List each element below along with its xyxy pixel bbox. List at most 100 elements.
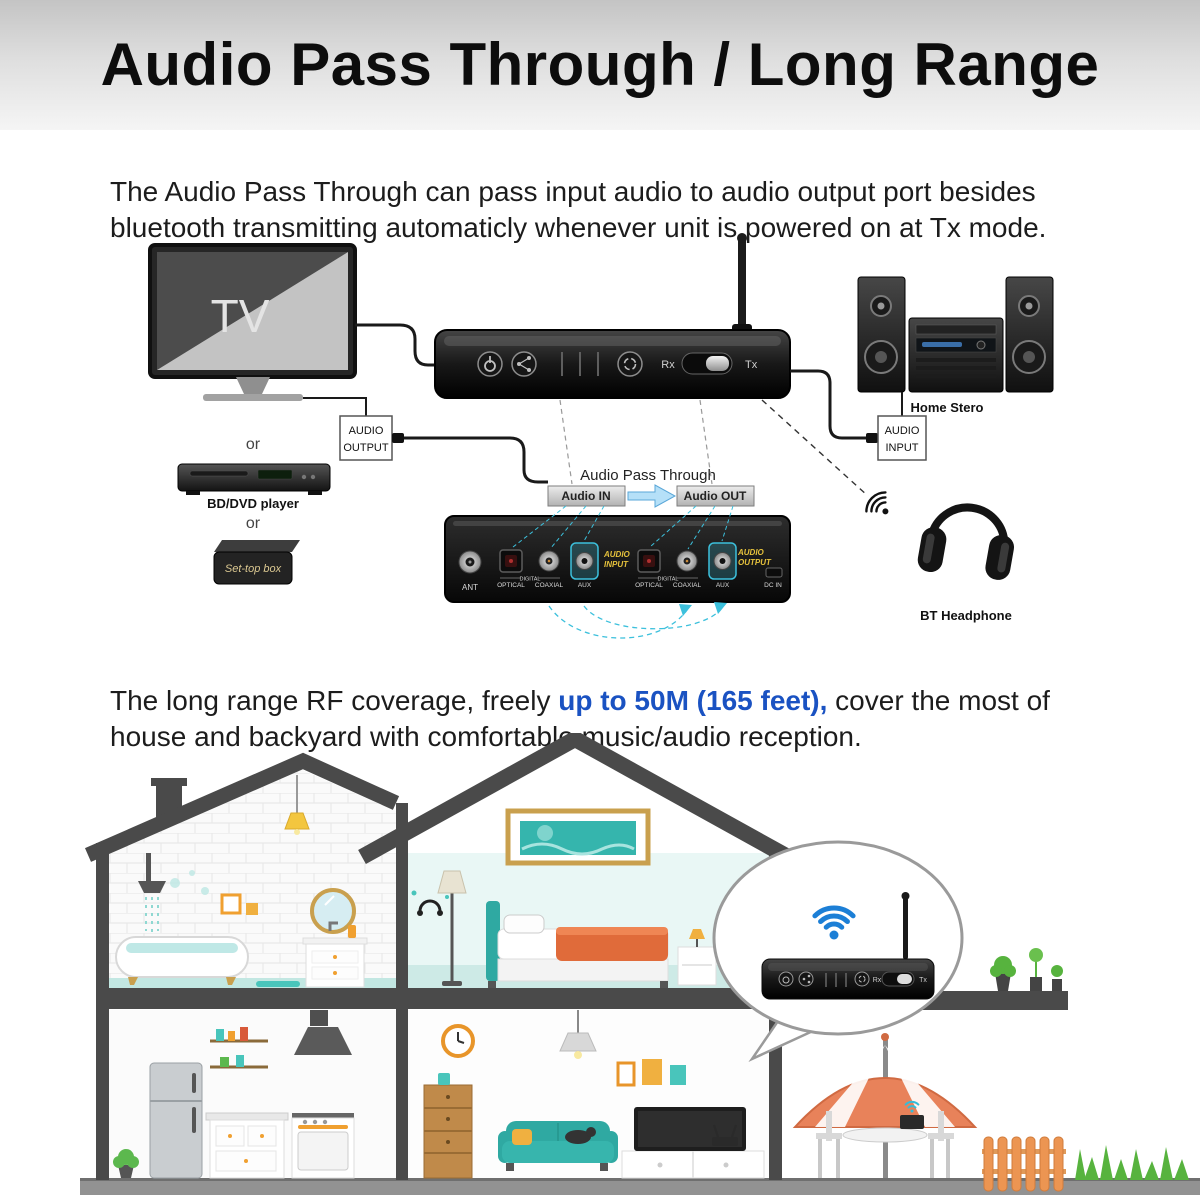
audio-input-tag-line1: AUDIO [885,425,920,437]
set-top-box: Set-top box [213,540,300,585]
bt-signal-icon [865,491,889,515]
audio-out-badge-label: Audio OUT [684,489,747,503]
pass-through-title: Audio Pass Through [580,467,716,484]
bathroom-wall [109,769,396,988]
tv: TV [148,243,357,401]
digital-out-label: DIGITAL [658,577,679,583]
bedroom [411,870,717,988]
ground-line [80,1178,1200,1181]
grass [1075,1145,1189,1180]
page-title: Audio Pass Through / Long Range [100,31,1100,98]
range-paragraph: The long range RF coverage, freely up to… [110,683,1145,755]
wifi-router [712,1137,738,1146]
shower-head [138,881,166,893]
intro-line2: bluetooth transmitting automaticly whene… [110,212,1047,243]
power-button-icon [477,351,503,377]
set-top-label: Set-top box [225,563,282,575]
range-after: cover the most of [827,685,1050,716]
audio-out-badge: Audio OUT [676,485,755,507]
left-roof [84,752,400,862]
audio-in-cable [404,436,548,484]
routing-lines [512,505,734,550]
sync-button-icon [617,351,643,377]
stereo-cable [790,369,866,440]
patio [792,1033,1189,1192]
transmitter-top-view: Rx Tx [434,233,791,399]
ceiling-lamp [559,1032,597,1052]
range-line2: house and backyard with comfortable musi… [110,721,862,752]
portable-speaker [900,1115,924,1129]
sink-cabinet [305,943,365,988]
audio-output-tag-line1: AUDIO [349,425,384,437]
panel-audio-output-line1: AUDIO [737,548,765,557]
range-hood [294,1027,352,1055]
panel-audio-output-line2: OUTPUT [738,558,772,567]
aux-in-label: AUX [578,582,592,589]
audio-in-badge: Audio IN [547,485,626,507]
panel-audio-input-line2: INPUT [604,560,629,569]
audio-output-tag-line2: OUTPUT [343,442,389,454]
audio-output-tag: AUDIO OUTPUT [339,415,393,461]
headphone-decal [418,899,442,912]
pairing-button-icon [511,351,537,377]
gable-picture [505,808,651,866]
mirror [310,888,356,934]
tx-label: Tx [745,359,758,371]
range-before: The long range RF coverage, freely [110,685,559,716]
audio-input-tag: AUDIO INPUT [877,415,927,461]
bt-headphone-icon [917,503,1015,580]
dc-in-label: DC IN [764,582,782,589]
fridge [149,1062,203,1179]
fence [982,1136,1066,1192]
bed-headboard [486,901,500,981]
tv-stand [236,377,270,394]
digital-in-label: DIGITAL [520,577,541,583]
dc-in-port [765,567,783,578]
callout-bubble: Rx Tx [712,840,964,1063]
transmitter-back-panel: ANT OPTICAL DIGITAL COAXIAL AUX AUDIO IN… [444,515,791,603]
title-banner: Audio Pass Through / Long Range [0,0,1200,130]
gable-wall [368,741,782,853]
patio-table [842,1127,928,1143]
pass-arrow [627,484,677,508]
wall-frame [220,893,242,915]
optical-in-label: OPTICAL [497,582,525,589]
coaxial-out-label: COAXIAL [673,582,702,589]
bd-dvd-label: BD/DVD player [207,496,299,511]
tv-cable [355,323,435,367]
optical-out-label: OPTICAL [635,582,663,589]
bt-headphone-label: BT Headphone [920,608,1012,623]
audio-in-badge-label: Audio IN [561,489,610,503]
audio-input-tag-line2: INPUT [886,442,919,454]
ant-label: ANT [462,583,478,592]
kitchen [113,1010,355,1179]
connection-diagram: TV [0,230,1200,650]
intro-line1: The Audio Pass Through can pass input au… [110,176,1036,207]
bt-link-line [761,399,869,497]
bathroom [115,775,368,988]
bubble-rx-label: Rx [873,977,882,984]
house-illustration: Rx Tx [0,729,1200,1200]
panel-audio-input-line1: AUDIO [603,550,631,559]
transmitter-in-bubble: Rx Tx [761,892,935,1000]
floor-lamp [437,870,467,894]
terrace-plants [990,948,1063,991]
living-room [423,1010,765,1179]
antenna [738,236,746,334]
ground [80,1181,1200,1195]
home-stereo-label: Home Stero [911,400,984,415]
coaxial-in-label: COAXIAL [535,582,564,589]
intro-paragraph: The Audio Pass Through can pass input au… [110,174,1145,246]
rx-label: Rx [661,359,675,371]
aux-out-label: AUX [716,582,730,589]
home-stereo: Home Stero [857,276,1054,415]
wifi-icon [812,905,856,940]
bubble-tx-label: Tx [919,977,927,984]
bd-dvd-player: BD/DVD player [177,463,331,511]
tv-label: TV [211,290,270,342]
or-label-2: or [246,515,261,532]
speaker-signal-icon [904,1100,920,1113]
or-label-1: or [246,436,261,453]
range-highlight: up to 50M (165 feet), [558,685,828,716]
